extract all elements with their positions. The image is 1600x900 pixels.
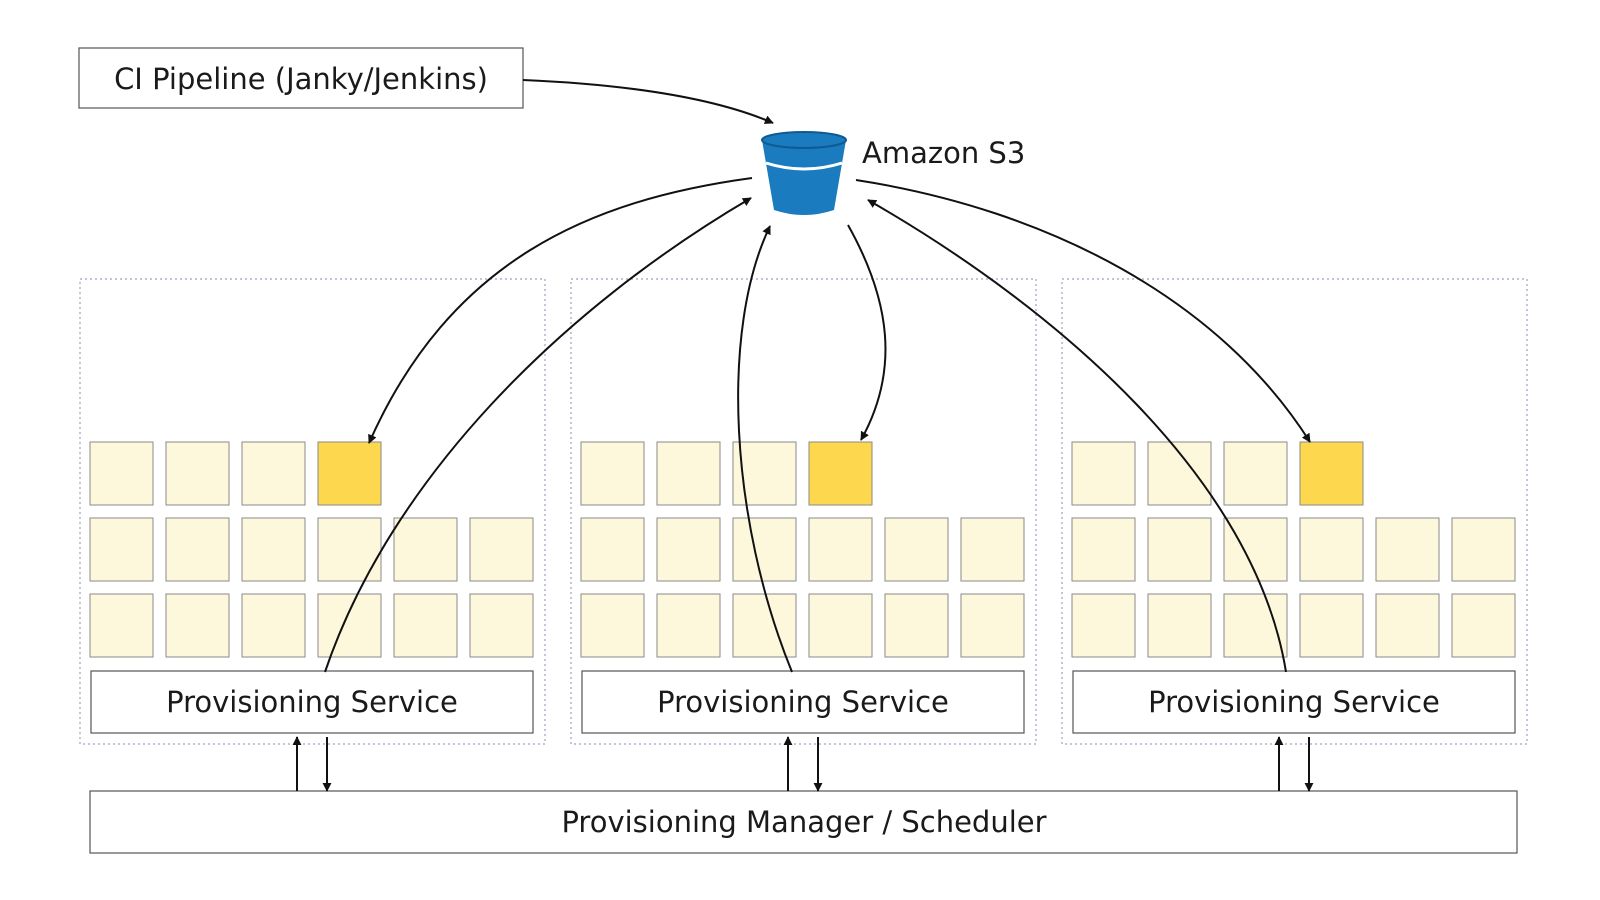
slot[interactable] <box>1223 517 1288 582</box>
highlighted-slot[interactable] <box>808 441 873 506</box>
manager-box <box>89 790 1518 854</box>
provisioning-service-box <box>581 670 1025 734</box>
ci-pipeline-box <box>78 47 524 109</box>
provisioning-service-label: Provisioning Service <box>166 685 458 719</box>
slot[interactable] <box>317 517 382 582</box>
edge-ci-to-s3 <box>522 79 774 124</box>
slot[interactable] <box>89 441 154 506</box>
slot[interactable] <box>1451 517 1516 582</box>
slot[interactable] <box>89 517 154 582</box>
slot[interactable] <box>808 517 873 582</box>
slot[interactable] <box>393 593 458 658</box>
slot[interactable] <box>1223 441 1288 506</box>
highlighted-slot[interactable] <box>1299 441 1364 506</box>
s3-label: Amazon S3 <box>862 136 1025 170</box>
slot[interactable] <box>1147 441 1212 506</box>
provisioning-service-node[interactable]: Provisioning Service <box>581 670 1025 734</box>
manager-label: Provisioning Manager / Scheduler <box>561 805 1046 839</box>
host-group: Provisioning Service <box>79 278 546 745</box>
bucket-icon <box>761 131 847 215</box>
edges <box>292 79 1314 792</box>
slot[interactable] <box>580 593 645 658</box>
edge-service-2-to-s3 <box>737 225 793 673</box>
edge-s3-to-cell-3 <box>855 179 1311 443</box>
slot[interactable] <box>884 517 949 582</box>
slot[interactable] <box>1071 517 1136 582</box>
provisioning-service-label: Provisioning Service <box>657 685 949 719</box>
slot[interactable] <box>165 441 230 506</box>
edge-s3-to-cell-1 <box>368 177 753 444</box>
slot[interactable] <box>241 441 306 506</box>
ci-pipeline-node[interactable]: CI Pipeline (Janky/Jenkins) <box>78 47 524 109</box>
slot[interactable] <box>960 517 1025 582</box>
slot[interactable] <box>808 593 873 658</box>
provisioning-service-label: Provisioning Service <box>1148 685 1440 719</box>
slot[interactable] <box>241 517 306 582</box>
slot[interactable] <box>656 593 721 658</box>
s3-node[interactable]: Amazon S3 <box>761 131 1025 215</box>
slot[interactable] <box>1223 593 1288 658</box>
provisioning-service-node[interactable]: Provisioning Service <box>90 670 534 734</box>
slot[interactable] <box>89 593 154 658</box>
slot[interactable] <box>317 593 382 658</box>
slot[interactable] <box>241 593 306 658</box>
slot[interactable] <box>960 593 1025 658</box>
slot[interactable] <box>393 517 458 582</box>
provisioning-service-node[interactable]: Provisioning Service <box>1072 670 1516 734</box>
slot[interactable] <box>884 593 949 658</box>
slot[interactable] <box>1147 517 1212 582</box>
slot[interactable] <box>580 517 645 582</box>
slot[interactable] <box>1375 517 1440 582</box>
slot[interactable] <box>656 517 721 582</box>
slot[interactable] <box>1071 593 1136 658</box>
slot[interactable] <box>1299 593 1364 658</box>
slot[interactable] <box>1147 593 1212 658</box>
host-groups: Provisioning Service Provisioning Service… <box>79 278 1528 745</box>
slot[interactable] <box>165 593 230 658</box>
slot[interactable] <box>1299 517 1364 582</box>
slot[interactable] <box>1071 441 1136 506</box>
provisioning-service-box <box>1072 670 1516 734</box>
edge-service-1-to-s3 <box>324 197 752 673</box>
slot[interactable] <box>469 593 534 658</box>
manager-node[interactable]: Provisioning Manager / Scheduler <box>89 790 1518 854</box>
slot[interactable] <box>1451 593 1516 658</box>
slot[interactable] <box>732 441 797 506</box>
edge-s3-to-cell-2 <box>847 224 887 441</box>
provisioning-service-box <box>90 670 534 734</box>
slot[interactable] <box>656 441 721 506</box>
host-group: Provisioning Service <box>1061 278 1528 745</box>
slot[interactable] <box>732 517 797 582</box>
slot[interactable] <box>165 517 230 582</box>
host-group: Provisioning Service <box>570 278 1037 745</box>
ci-pipeline-label: CI Pipeline (Janky/Jenkins) <box>114 62 488 96</box>
highlighted-slot[interactable] <box>317 441 382 506</box>
slot[interactable] <box>1375 593 1440 658</box>
slot[interactable] <box>580 441 645 506</box>
edge-service-3-to-s3 <box>867 199 1287 673</box>
slot[interactable] <box>469 517 534 582</box>
slot[interactable] <box>732 593 797 658</box>
